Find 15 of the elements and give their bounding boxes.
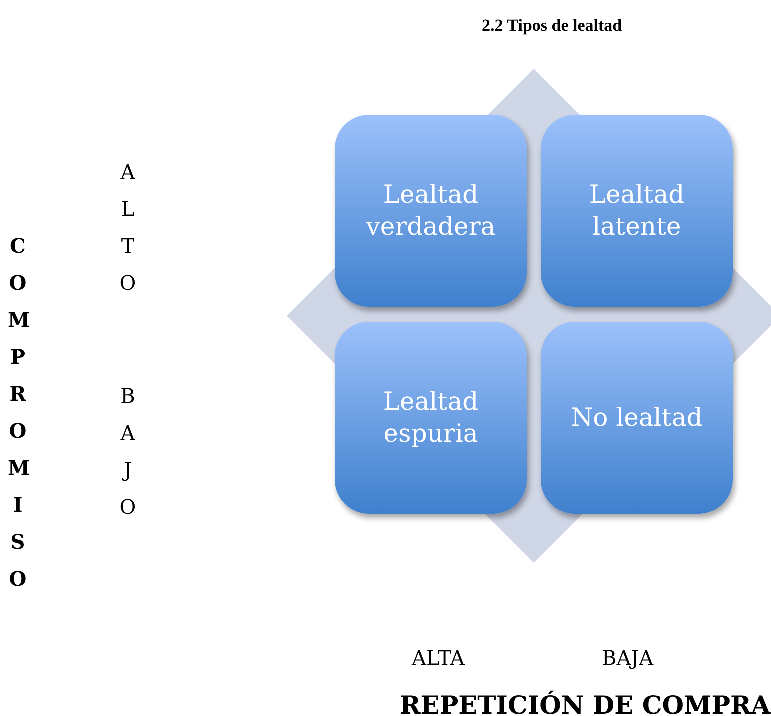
axis-title: REPETICIÓN DE COMPRA (400, 691, 771, 716)
axis-value: ALTA (412, 646, 465, 670)
quadrant-box (541, 322, 733, 514)
title: 2.2 Tipos de lealtad (482, 16, 622, 36)
quadrant-label: No lealtad (570, 402, 704, 434)
axis-title: COMPROMISO (8, 233, 28, 593)
quadrant-box (335, 322, 527, 514)
quadrant-box (541, 115, 733, 307)
quadrant-label: Lealtad latente (588, 178, 686, 243)
axis-value: BAJA (602, 646, 654, 670)
quadrant-label: Lealtad verdadera (365, 178, 497, 243)
axis-value: ALTO (118, 159, 138, 297)
quadrant-label: Lealtad espuria (382, 386, 480, 450)
quadrant-box (335, 115, 527, 307)
axis-value: BAJO (118, 383, 138, 521)
